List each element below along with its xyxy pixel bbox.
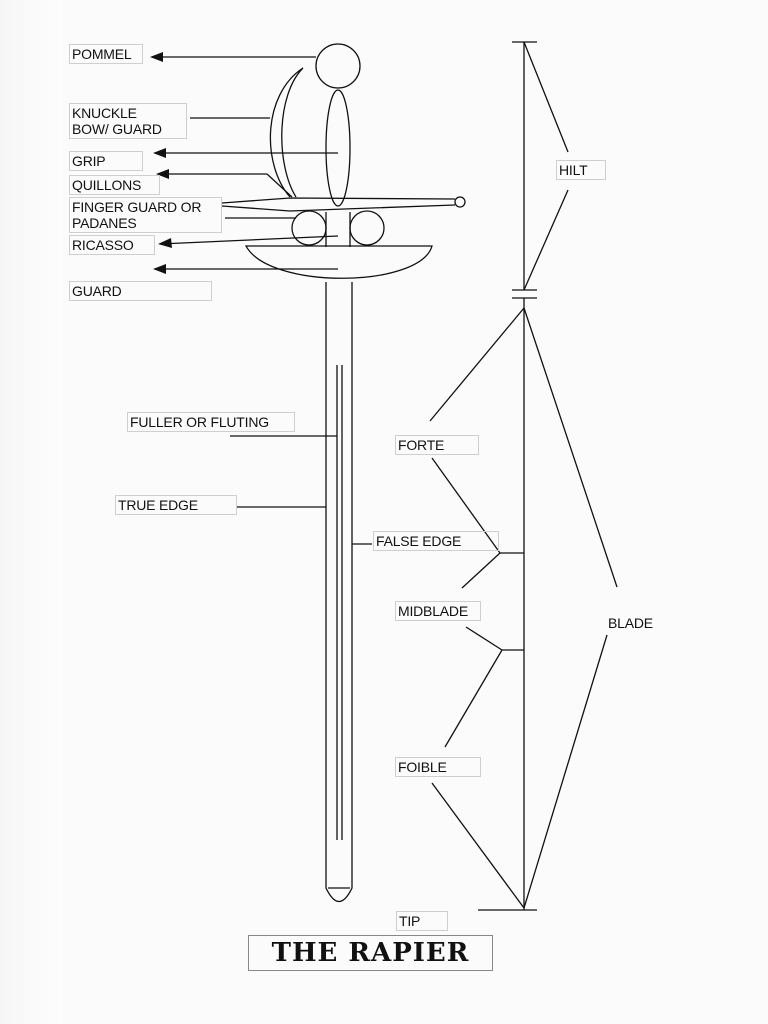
label-grip: GRIP: [69, 151, 143, 171]
label-blade: BLADE: [608, 615, 653, 631]
label-finger-guard: FINGER GUARD OR PADANES: [69, 197, 222, 233]
label-foible: FOIBLE: [395, 757, 481, 777]
diagram-title: THE RAPIER: [248, 935, 493, 971]
arrowheads: [150, 52, 172, 274]
blade-shape: [325, 282, 353, 903]
quillons-shape: [221, 197, 456, 212]
knuckle-bow-shape: [269, 67, 304, 198]
quillon-finial: [454, 196, 466, 208]
cup-guard-shape: [244, 245, 433, 279]
finger-ring-left: [291, 210, 327, 246]
blade-section-leaders: [431, 457, 525, 909]
label-fuller: FULLER OR FLUTING: [127, 412, 295, 432]
scan-edge: [0, 0, 62, 1024]
label-knuckle-bow: KNUCKLE BOW/ GUARD: [69, 103, 187, 139]
label-quillons: QUILLONS: [69, 175, 160, 195]
label-guard: GUARD: [69, 281, 212, 301]
hilt-bracket: [512, 41, 569, 291]
leader-lines: [152, 56, 372, 545]
grip-shape: [325, 89, 351, 207]
label-pommel: POMMEL: [69, 44, 143, 64]
ricasso-shape: [325, 212, 351, 247]
finger-ring-right: [349, 210, 385, 246]
label-midblade: MIDBLADE: [395, 601, 481, 621]
blade-bracket: [429, 297, 618, 911]
label-hilt: HILT: [556, 160, 606, 180]
label-ricasso: RICASSO: [69, 235, 155, 255]
label-forte: FORTE: [395, 435, 479, 455]
label-tip: TIP: [396, 911, 448, 931]
pommel-shape: [315, 43, 361, 89]
label-false-edge: FALSE EDGE: [373, 531, 499, 551]
label-true-edge: TRUE EDGE: [115, 495, 237, 515]
